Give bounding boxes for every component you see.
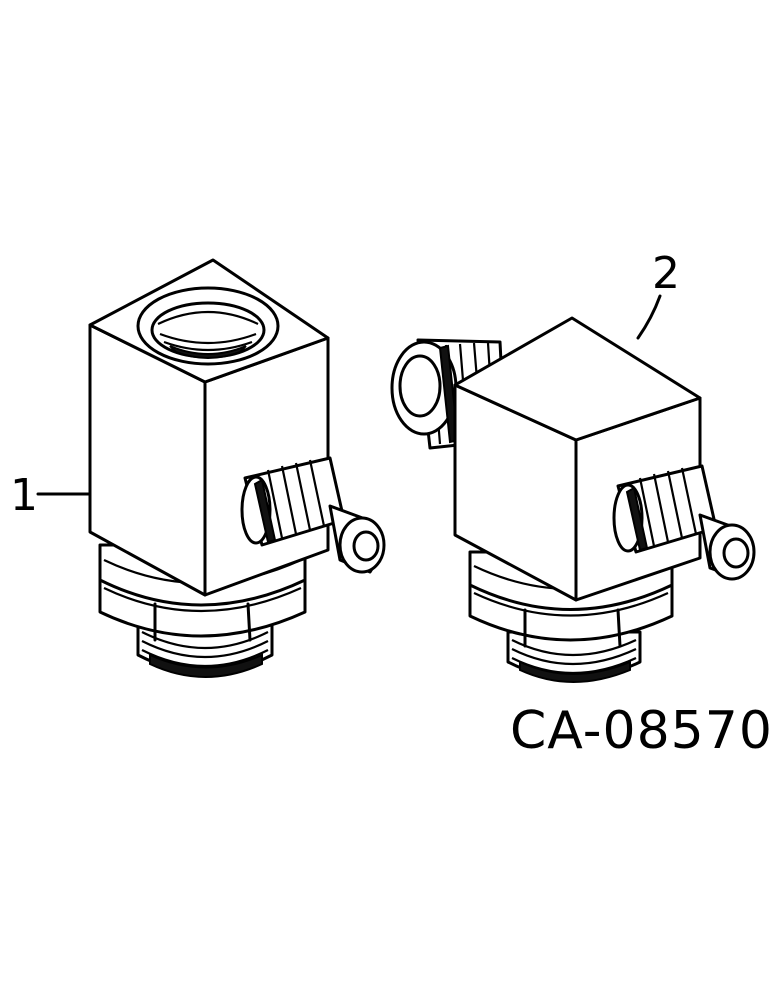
fitting-1-bottom-thread <box>136 623 274 678</box>
callout-1: 1 <box>10 470 92 521</box>
fitting-2-side-nipple <box>612 464 756 581</box>
fitting-2-bottom-thread <box>506 630 642 683</box>
callout-1-label: 1 <box>10 470 38 521</box>
fitting-2-block-top <box>453 316 702 442</box>
fitting-part-1 <box>88 258 386 678</box>
fitting-1-side-nipple <box>240 456 386 574</box>
callout-2-leader <box>636 294 662 340</box>
callout-2-label: 2 <box>652 248 680 299</box>
figure-code: CA-08570 <box>510 701 772 761</box>
fitting-part-2 <box>390 316 756 683</box>
callout-2: 2 <box>636 248 680 340</box>
fitting-1-top-port <box>136 286 280 366</box>
